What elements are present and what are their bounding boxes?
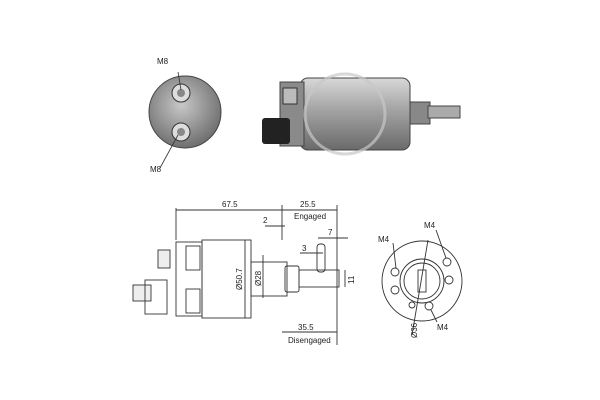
dim-slot-offset: 3 — [302, 244, 307, 253]
dim-disengaged-travel: 35.5 — [298, 323, 314, 332]
label-bolt-circle: Ø36 — [410, 322, 419, 338]
label-disengaged: Disengaged — [288, 336, 331, 345]
end-view-labels: M4 M4 M4 Ø36 — [378, 221, 449, 338]
label-m4-left: M4 — [378, 235, 390, 244]
dim-shaft-height: 11 — [347, 275, 356, 284]
side-view-drawing — [132, 205, 348, 345]
label-m8-top: M8 — [157, 57, 169, 66]
dim-body-diameter: Ø50.7 — [235, 268, 244, 290]
side-view-dimensions: 67.5 25.5 Engaged 2 7 3 Ø50.7 Ø28 11 35.… — [222, 200, 356, 345]
watermark-logo — [303, 72, 387, 156]
photo-end-view: M8 M8 — [148, 57, 222, 174]
dim-gap: 2 — [263, 216, 268, 225]
end-view-drawing — [381, 229, 463, 336]
dim-slot-width: 7 — [328, 228, 333, 237]
label-m4-bottom: M4 — [437, 323, 449, 332]
photo-side-view — [262, 72, 461, 156]
dim-overall-length: 67.5 — [222, 200, 238, 209]
label-m4-right: M4 — [424, 221, 436, 230]
label-m8-bottom: M8 — [150, 165, 162, 174]
dim-plunger-diameter: Ø28 — [254, 270, 263, 286]
label-engaged: Engaged — [294, 212, 326, 221]
dim-engaged-travel: 25.5 — [300, 200, 316, 209]
